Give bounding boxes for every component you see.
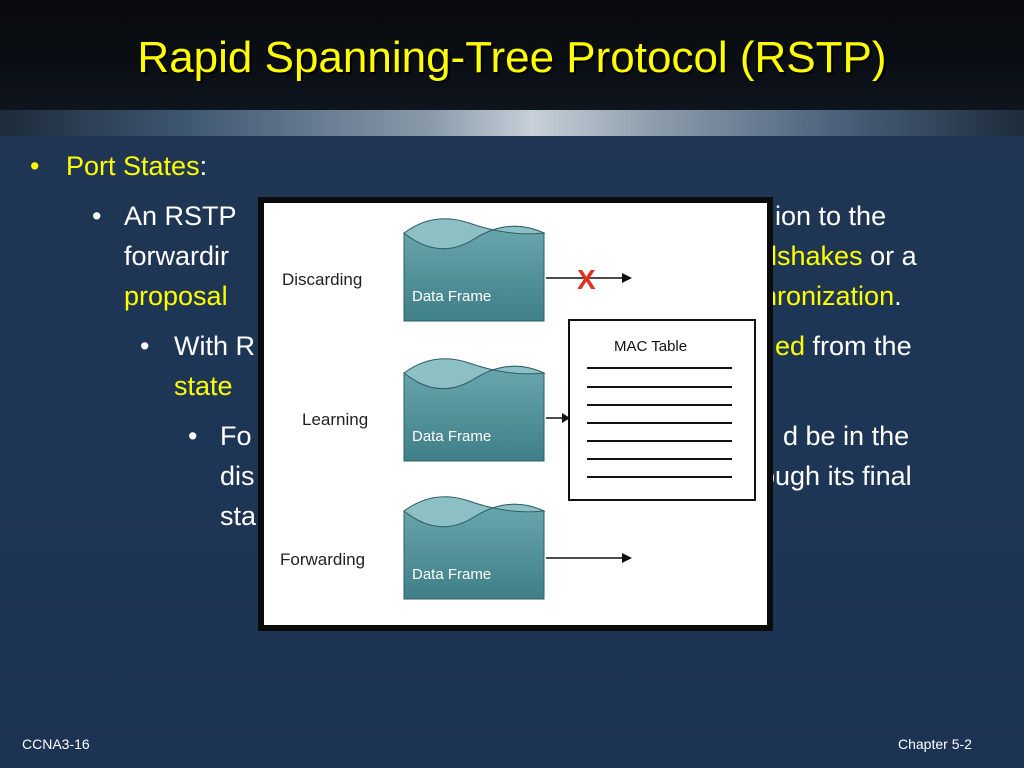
- handshakes-fragment: dshakes: [762, 241, 863, 271]
- bullet-dot-level4: •: [188, 421, 198, 451]
- forwarding-frame-label: Data Frame: [412, 566, 491, 583]
- forwarding-arrow-head: [622, 553, 632, 563]
- state-label-forwarding: Forwarding: [280, 550, 365, 569]
- port-states-diagram: Data Frame Discarding X MAC Table: [280, 218, 756, 600]
- bullet-for-line2-left: dis: [220, 461, 255, 491]
- discarding-frame-block: Data Frame: [403, 218, 546, 322]
- bullet-port-states: Port States:: [66, 146, 207, 186]
- or-a-fragment: or a: [862, 241, 917, 271]
- learning-arrow-head: [562, 413, 570, 423]
- bullet-dot-level1: •: [30, 151, 40, 181]
- state-label-learning: Learning: [302, 410, 368, 429]
- port-states-figure: Data Frame Discarding X MAC Table: [258, 197, 773, 631]
- forwarding-frame-block: Data Frame: [403, 496, 546, 600]
- bullet-for-line2-right: ough its final: [760, 461, 912, 491]
- bullet-with-line1-left: With R: [174, 331, 255, 361]
- bullet-for-line3-left: sta: [220, 501, 257, 531]
- bullet-rstp-line2-right: dshakes or a: [762, 236, 917, 276]
- mac-table: MAC Table: [568, 319, 756, 501]
- synchronization-fragment: hronization: [762, 281, 895, 311]
- discarding-frame-label: Data Frame: [412, 288, 491, 305]
- slide-title: Rapid Spanning-Tree Protocol (RSTP): [137, 33, 887, 82]
- bullet-rstp-line1-left: An RSTP: [124, 201, 237, 231]
- learning-frame-block: Data Frame: [403, 358, 546, 462]
- mac-table-label: MAC Table: [614, 338, 687, 355]
- title-bar: Rapid Spanning-Tree Protocol (RSTP): [0, 0, 1024, 110]
- from-the-fragment: from the: [805, 331, 912, 361]
- bullet-with-line1-right: ed from the: [775, 326, 912, 366]
- bullet-dot-level2: •: [92, 201, 102, 231]
- bullet-rstp-line1-right: ion to the: [775, 201, 887, 231]
- port-states-colon: :: [199, 151, 208, 181]
- bullet-rstp-line2-left: forwardir: [124, 241, 230, 271]
- footer-course-id: CCNA3-16: [22, 736, 90, 752]
- bullet-for-line1-left: Fo: [220, 421, 252, 451]
- figure-canvas: Data Frame Discarding X MAC Table: [264, 203, 767, 625]
- bullet-dot-level3: •: [140, 331, 150, 361]
- discarding-arrow-head: [622, 273, 632, 283]
- ed-fragment: ed: [775, 331, 806, 361]
- blocked-x-icon: X: [577, 264, 596, 295]
- period-fragment: .: [894, 281, 902, 311]
- bullet-for-line1-right: d be in the: [783, 421, 910, 451]
- title-underline-band: [0, 110, 1024, 136]
- proposal-fragment: proposal: [124, 281, 228, 311]
- footer-chapter: Chapter 5-2: [898, 736, 972, 752]
- port-states-label: Port States: [66, 151, 200, 181]
- bullet-list: • Port States: • An RSTP ion to the forw…: [0, 136, 1024, 736]
- state-fragment: state: [174, 371, 233, 401]
- state-label-discarding: Discarding: [282, 270, 362, 289]
- learning-frame-label: Data Frame: [412, 428, 491, 445]
- bullet-rstp-line3-right: hronization.: [762, 276, 902, 316]
